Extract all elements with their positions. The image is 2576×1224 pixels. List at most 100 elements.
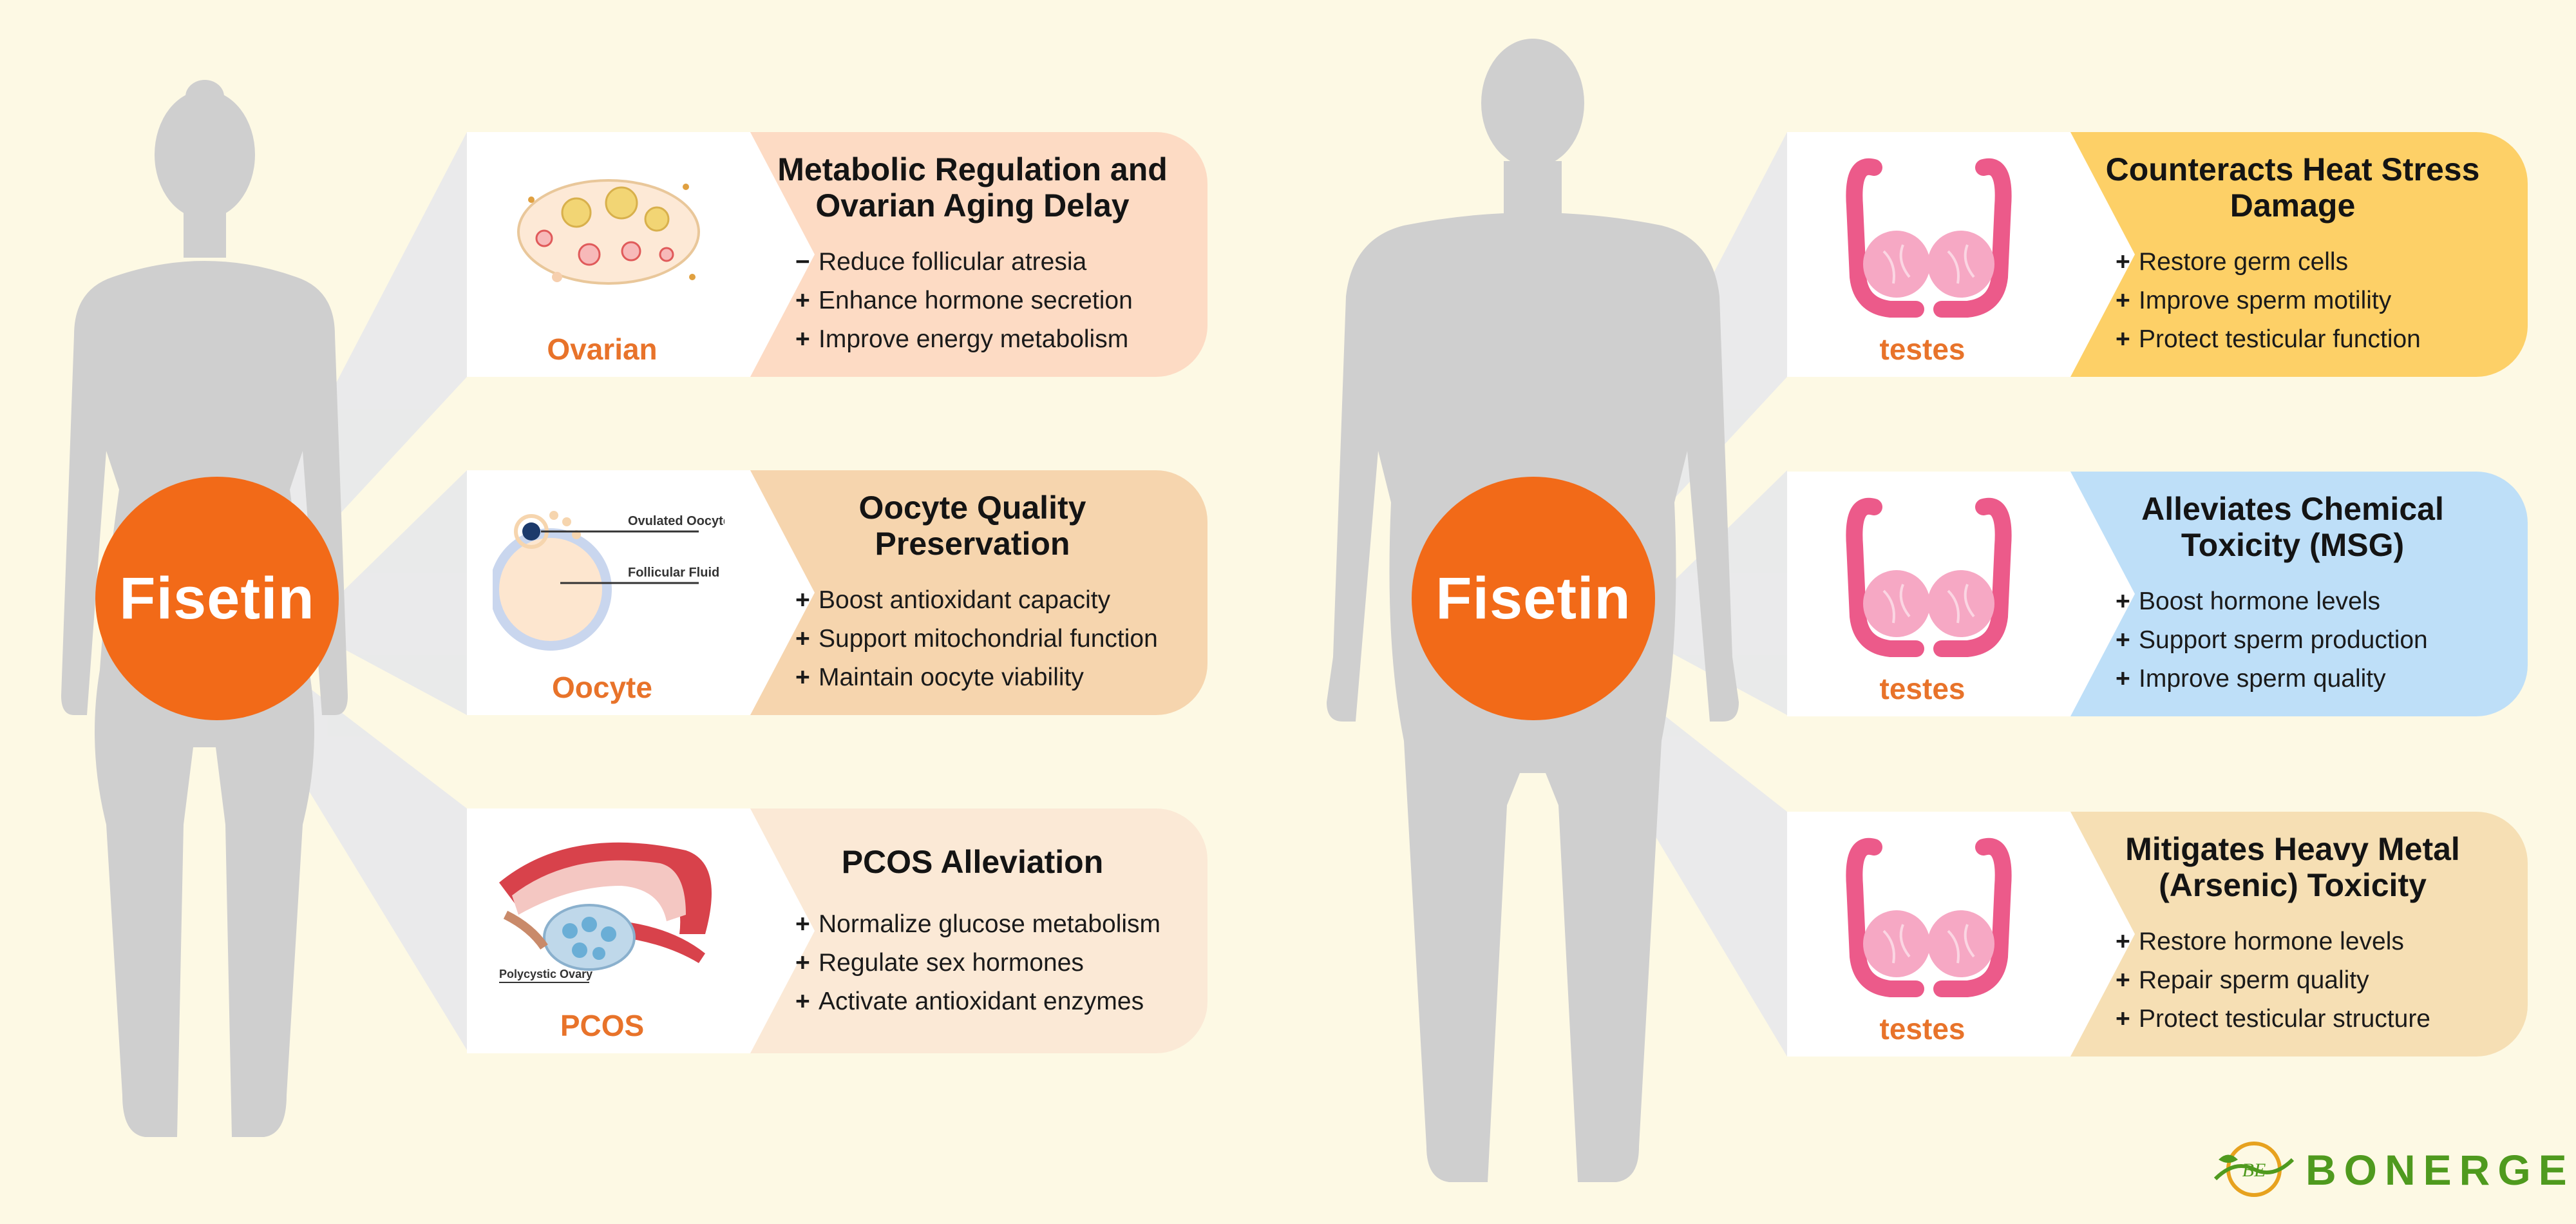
- card-title: Oocyte Quality Preservation: [744, 490, 1201, 562]
- card-title: Mitigates Heavy Metal (Arsenic) Toxicity: [2064, 831, 2521, 903]
- bullet-text: Activate antioxidant enzymes: [819, 988, 1144, 1015]
- plus-icon: +: [795, 325, 810, 353]
- list-item: + Support sperm production: [2116, 621, 2528, 660]
- list-item: + Improve sperm motility: [2116, 282, 2528, 320]
- list-item: + Boost antioxidant capacity: [795, 581, 1208, 620]
- card-image-area: [1787, 812, 2135, 1057]
- card-bullet-list: + Normalize glucose metabolism + Regulate …: [795, 905, 1208, 1021]
- oocyte-illustration-icon: Ovulated Oocyte Follicular Fluid: [493, 511, 724, 651]
- card-heavy-metal: testes Mitigates Heavy Metal (Arsenic) T…: [1787, 812, 2528, 1057]
- card-bullet-list: + Restore germ cells + Improve sperm motil…: [2116, 243, 2528, 359]
- bullet-text: Boost antioxidant capacity: [819, 586, 1111, 614]
- fisetin-label-right: Fisetin: [1435, 565, 1631, 631]
- plus-icon: +: [2116, 287, 2130, 314]
- fisetin-circle-right: Fisetin: [1412, 477, 1655, 720]
- card-panel: [467, 470, 1208, 715]
- bullet-text: Repair sperm quality: [2139, 966, 2369, 994]
- bullet-text: Regulate sex hormones: [819, 949, 1084, 977]
- plus-icon: +: [2116, 248, 2130, 276]
- card-ovarian: Ovarian Metabolic Regulation and Ovarian…: [467, 132, 1208, 377]
- card-caption: Oocyte: [552, 671, 652, 704]
- bullet-text: Normalize glucose metabolism: [819, 910, 1161, 938]
- card-title-line: Damage: [2230, 187, 2356, 224]
- card-caption: testes: [1879, 332, 1965, 366]
- list-item: + Maintain oocyte viability: [795, 658, 1208, 697]
- plus-icon: +: [2116, 966, 2130, 994]
- card-bullet-list: + Boost hormone levels + Support sperm pro…: [2116, 582, 2528, 698]
- testes-illustration-icon: [1846, 158, 2012, 318]
- bullet-text: Support sperm production: [2139, 626, 2428, 654]
- card-heat-stress: testes Counteracts Heat Stress Damage + R…: [1787, 132, 2528, 377]
- list-item: + Protect testicular structure: [2116, 1000, 2528, 1038]
- plus-icon: +: [795, 664, 810, 691]
- card-title-line: Preservation: [875, 526, 1070, 562]
- card-chemical-toxicity: testes Alleviates Chemical Toxicity (MSG…: [1787, 472, 2528, 716]
- card-title-line: (Arsenic) Toxicity: [2159, 867, 2427, 903]
- plus-icon: +: [795, 910, 810, 938]
- fisetin-label-left: Fisetin: [119, 565, 315, 631]
- plus-icon: +: [795, 287, 810, 314]
- card-caption: Ovarian: [547, 332, 658, 366]
- list-item: −Reduce follicular atresia: [795, 243, 1208, 282]
- plus-icon: +: [795, 625, 810, 653]
- card-oocyte: Ovulated Oocyte Follicular Fluid Oocyte …: [467, 470, 1208, 715]
- plus-icon: +: [2116, 325, 2130, 353]
- list-item: + Restore germ cells: [2116, 243, 2528, 282]
- list-item: + Improve energy metabolism: [795, 320, 1208, 359]
- bullet-text: Restore germ cells: [2139, 248, 2349, 276]
- bullet-text: Reduce follicular atresia: [819, 248, 1087, 276]
- card-image-area: [1787, 472, 2135, 716]
- list-item: + Restore hormone levels: [2116, 923, 2528, 961]
- card-bullet-list: + Boost antioxidant capacity + Support mit…: [795, 581, 1208, 697]
- card-bullet-list: −Reduce follicular atresia +Enhance horm…: [795, 243, 1208, 359]
- card-title: Metabolic Regulation and Ovarian Aging D…: [744, 151, 1201, 224]
- list-item: + Protect testicular function: [2116, 320, 2528, 359]
- card-title: Alleviates Chemical Toxicity (MSG): [2064, 491, 2521, 563]
- plus-icon: +: [2116, 1005, 2130, 1033]
- pcos-illustration-icon: Polycystic Ovary: [499, 842, 712, 983]
- bullet-text: Protect testicular structure: [2139, 1005, 2430, 1033]
- plus-icon: +: [2116, 588, 2130, 615]
- card-bullet-list: + Restore hormone levels + Repair sperm qu…: [2116, 923, 2528, 1038]
- illustration-label: Polycystic Ovary: [499, 968, 592, 980]
- card-title-line: Ovarian Aging Delay: [815, 187, 1130, 224]
- list-item: +Improve sperm quality: [2116, 660, 2528, 698]
- list-item: + Support mitochondrial function: [795, 620, 1208, 658]
- leaf-logo-icon: BE: [2213, 1142, 2295, 1197]
- fisetin-circle-left: Fisetin: [95, 477, 339, 720]
- card-caption: testes: [1879, 672, 1965, 705]
- card-title-line: Toxicity (MSG): [2181, 527, 2405, 563]
- bullet-text: Restore hormone levels: [2139, 928, 2404, 955]
- card-title: PCOS Alleviation: [744, 844, 1201, 880]
- plus-icon: +: [795, 988, 810, 1015]
- bullet-text: Maintain oocyte viability: [819, 664, 1084, 691]
- card-pcos: Polycystic Ovary PCOS PCOS Alleviation +…: [467, 808, 1208, 1053]
- card-title-line: PCOS Alleviation: [841, 844, 1104, 880]
- illustration-label: Follicular Fluid: [628, 566, 719, 580]
- plus-icon: +: [2116, 626, 2130, 654]
- logo-text: BONERGE: [2306, 1146, 2575, 1194]
- list-item: + Regulate sex hormones: [795, 944, 1208, 982]
- card-title-line: Counteracts Heat Stress: [2105, 151, 2480, 187]
- plus-icon: +: [795, 586, 810, 614]
- card-title-line: Alleviates Chemical: [2141, 491, 2444, 527]
- plus-icon: +: [795, 949, 810, 977]
- card-caption: testes: [1879, 1012, 1965, 1046]
- bullet-text: Boost hormone levels: [2139, 588, 2381, 615]
- card-title-line: Metabolic Regulation and: [777, 151, 1168, 187]
- plus-icon: +: [2116, 928, 2130, 955]
- card-title-line: Oocyte Quality: [858, 490, 1086, 526]
- bullet-text: Improve sperm motility: [2139, 287, 2392, 314]
- card-image-area: [1787, 132, 2135, 377]
- list-item: + Normalize glucose metabolism: [795, 905, 1208, 944]
- card-caption: PCOS: [560, 1009, 645, 1042]
- testes-illustration-icon: [1846, 837, 2012, 997]
- ovary-illustration-icon: [517, 179, 700, 285]
- bullet-text: Protect testicular function: [2139, 325, 2421, 353]
- bullet-text: Support mitochondrial function: [819, 625, 1158, 653]
- brand-logo: BE BONERGE: [2209, 1134, 2567, 1205]
- bullet-text: Improve energy metabolism: [819, 325, 1129, 353]
- plus-icon: +: [2116, 665, 2130, 693]
- logo-mark: BE: [2242, 1160, 2266, 1181]
